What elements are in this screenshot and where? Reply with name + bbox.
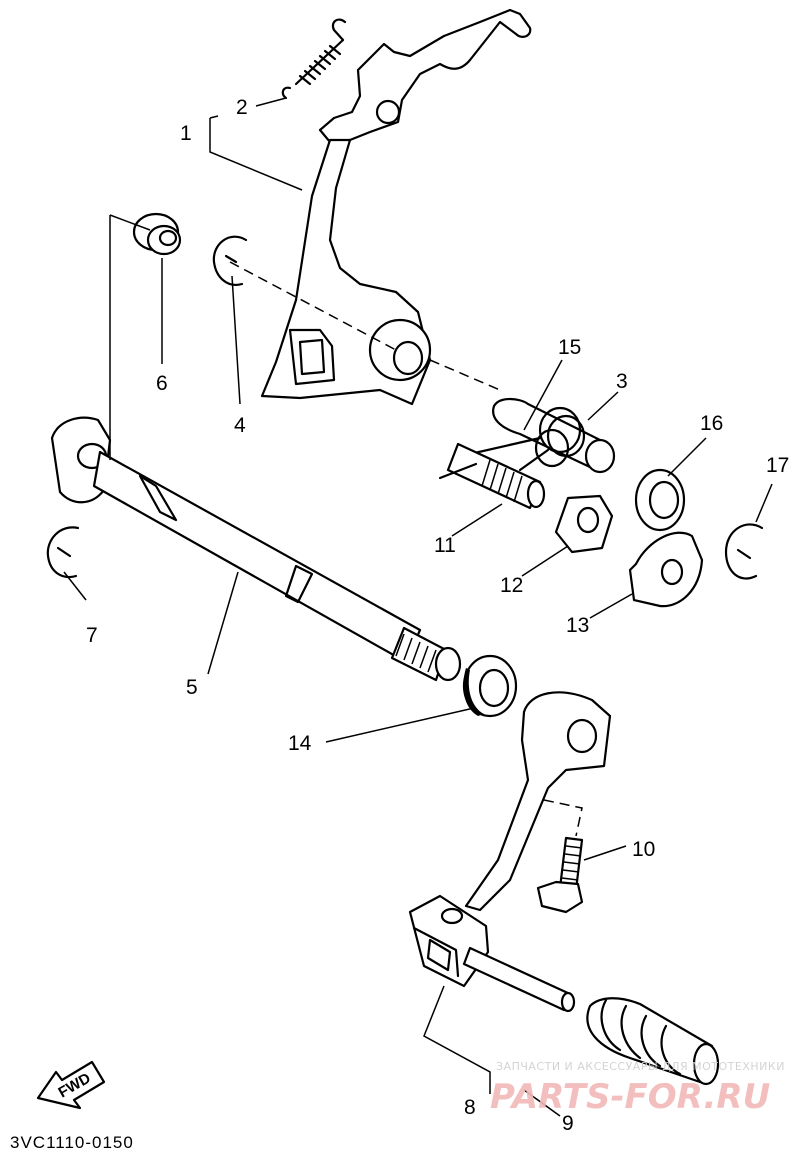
part-3-spring [468, 406, 586, 472]
callout-11: 11 [434, 534, 456, 557]
callout-2: 2 [236, 96, 248, 119]
callout-4: 4 [234, 414, 246, 437]
part-7-circlip [46, 526, 80, 579]
part-9-pedal-rubber [586, 997, 720, 1086]
watermark-brand: PARTS-FOR.RU [490, 1077, 770, 1117]
callout-13: 13 [566, 614, 589, 637]
part-5-shift-shaft [50, 416, 462, 682]
callout-10: 10 [632, 838, 655, 861]
callout-12: 12 [500, 574, 523, 597]
part-14-oil-seal [462, 654, 518, 718]
part-8-shift-pedal [408, 691, 612, 1013]
part-16-washer [634, 468, 686, 532]
part-11-stud-bolt [438, 442, 546, 510]
callout-3: 3 [616, 370, 628, 393]
part-15-pin [492, 397, 616, 474]
callout-1: 1 [180, 122, 192, 145]
callout-16: 16 [700, 412, 723, 435]
callout-9: 9 [562, 1112, 574, 1135]
part-2-spring [281, 18, 347, 100]
part-17-circlip [724, 523, 764, 580]
part-6-bushing [132, 212, 182, 256]
part-10-bolt [536, 836, 584, 914]
callout-7: 7 [86, 624, 98, 647]
fwd-arrow-icon: FWD [36, 1060, 106, 1110]
callout-14: 14 [288, 732, 312, 755]
callouts: 1 2 3 4 5 6 7 8 9 10 11 12 13 14 15 16 1… [86, 96, 789, 1135]
callout-6: 6 [156, 372, 168, 395]
watermark-caption: ЗАПЧАСТИ И АКСЕССУАРЫ ДЛЯ МОТОТЕХНИКИ [496, 1060, 785, 1073]
leader-lines [63, 97, 773, 1117]
callout-8: 8 [464, 1096, 476, 1119]
part-1-shift-arm [260, 8, 532, 406]
watermark: ЗАПЧАСТИ И АКСЕССУАРЫ ДЛЯ МОТОТЕХНИКИ PA… [490, 1060, 785, 1117]
part-4-circlip [212, 235, 248, 286]
diagram-code: 3VC1110-0150 [10, 1133, 134, 1152]
callout-15: 15 [558, 336, 581, 359]
callout-17: 17 [766, 454, 789, 477]
part-13-stopper-plate [628, 531, 704, 608]
callout-5: 5 [186, 676, 198, 699]
part-12-nut [554, 494, 614, 554]
